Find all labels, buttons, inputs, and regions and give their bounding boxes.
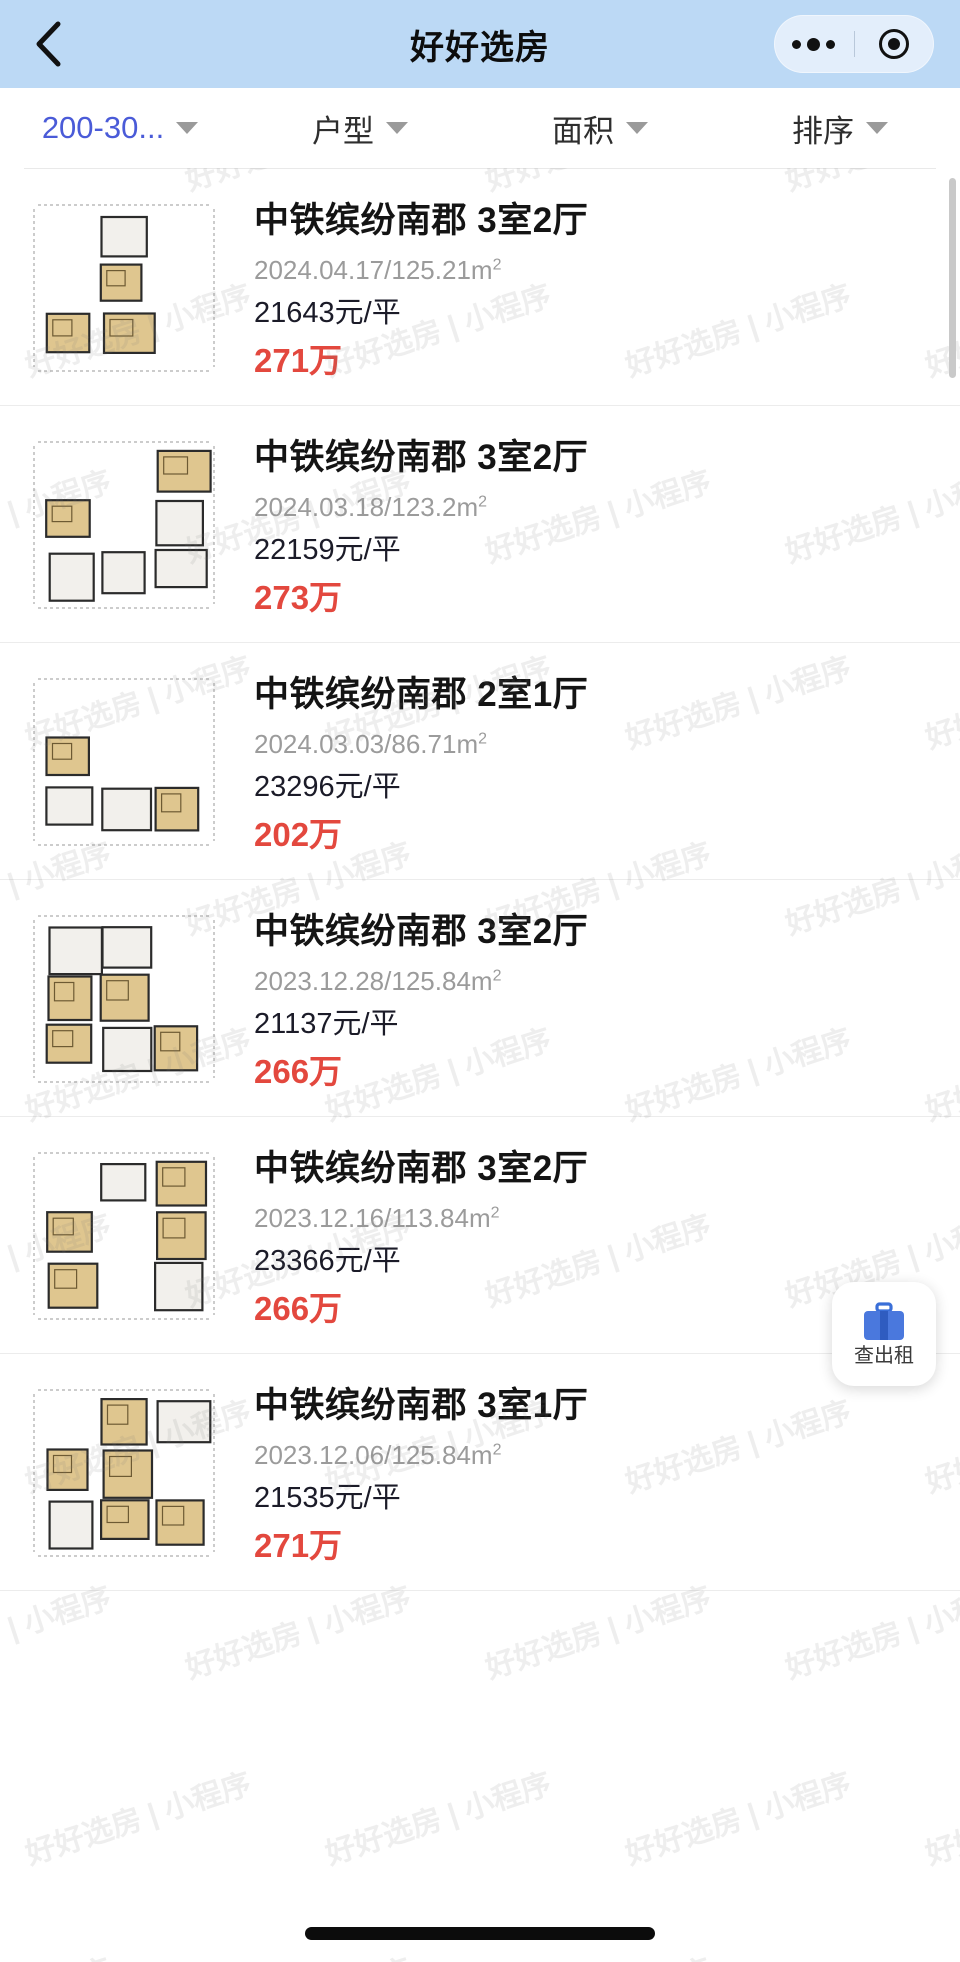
filter-price[interactable]: 200-30... (0, 110, 240, 146)
listing-title: 中铁缤纷南郡 3室2厅 (254, 438, 589, 477)
back-button[interactable] (26, 20, 70, 68)
more-menu-button[interactable] (774, 15, 854, 73)
listing-card[interactable]: 中铁缤纷南郡 3室2厅 2023.12.28/125.84m2 21137元/平… (0, 880, 960, 1117)
listing-date: 2023.12.16 (254, 1203, 385, 1234)
listing-meta: 2023.12.06/125.84m2 (254, 1440, 502, 1471)
listing-card[interactable]: 中铁缤纷南郡 3室1厅 2023.12.06/125.84m2 21535元/平… (0, 1354, 960, 1591)
listing-info: 中铁缤纷南郡 3室1厅 2023.12.06/125.84m2 21535元/平… (254, 1380, 936, 1564)
vertical-scrollbar[interactable] (949, 178, 956, 378)
filter-sort-label: 排序 (792, 113, 854, 149)
listing-info: 中铁缤纷南郡 3室2厅 2023.12.28/125.84m2 21137元/平… (254, 906, 936, 1090)
listing-date: 2023.12.28 (254, 966, 385, 997)
square-sup: 2 (478, 730, 488, 748)
listing-unit-price: 22159元/平 (254, 533, 401, 566)
listing-unit-price: 23296元/平 (254, 770, 401, 803)
filter-sort[interactable]: 排序 (720, 106, 960, 151)
listing-card[interactable]: 中铁缤纷南郡 2室1厅 2024.03.03/86.71m2 23296元/平 … (0, 643, 960, 880)
page-title: 好好选房 (410, 28, 550, 67)
listing-card[interactable]: 中铁缤纷南郡 3室2厅 2024.04.17/125.21m2 21643元/平… (0, 169, 960, 406)
capsule-divider (853, 31, 855, 57)
filter-bar: 200-30... 户型 面积 排序 (0, 88, 960, 168)
listing-meta: 2024.03.03/86.71m2 (254, 729, 488, 760)
floor-plan-thumbnail[interactable] (24, 1143, 224, 1329)
floor-plan-thumbnail[interactable] (24, 669, 224, 855)
listing-date: 2024.03.03 (254, 729, 385, 760)
list-top-divider (24, 168, 936, 169)
listing-area: 125.21 (391, 255, 471, 286)
floor-plan-thumbnail[interactable] (24, 432, 224, 618)
square-sup: 2 (492, 256, 502, 274)
listing-info: 中铁缤纷南郡 3室2厅 2024.04.17/125.21m2 21643元/平… (254, 195, 936, 379)
target-circle-icon (879, 29, 910, 59)
listing-unit-price: 23366元/平 (254, 1244, 401, 1277)
square-sup: 2 (492, 1441, 502, 1459)
close-miniprogram-button[interactable] (855, 15, 935, 73)
listing-unit-price: 21137元/平 (254, 1007, 399, 1040)
chevron-left-icon (33, 20, 63, 68)
listing-unit-price: 21643元/平 (254, 296, 401, 329)
listing-area: 123.2 (391, 492, 457, 523)
chevron-down-icon (176, 122, 199, 134)
listing-date: 2024.03.18 (254, 492, 385, 523)
listing-title: 中铁缤纷南郡 3室2厅 (254, 201, 589, 240)
listing-date: 2024.04.17 (254, 255, 385, 286)
home-indicator (305, 1927, 655, 1940)
listing-title: 中铁缤纷南郡 3室2厅 (254, 912, 589, 951)
filter-layout[interactable]: 户型 (240, 106, 480, 151)
miniprogram-capsule (774, 15, 934, 73)
app-header: 好好选房 (0, 0, 960, 88)
listing-area: 86.71 (391, 729, 457, 760)
listing-area: 113.84 (391, 1203, 469, 1234)
listing-meta: 2024.04.17/125.21m2 (254, 255, 502, 286)
filter-area[interactable]: 面积 (480, 106, 720, 151)
listing-date: 2023.12.06 (254, 1440, 385, 1471)
listing-info: 中铁缤纷南郡 3室2厅 2023.12.16/113.84m2 23366元/平… (254, 1143, 936, 1327)
listing-total-price: 273万 (254, 578, 343, 616)
square-sup: 2 (478, 493, 488, 511)
chevron-down-icon (386, 122, 408, 134)
filter-price-label: 200-30... (41, 110, 165, 145)
chevron-down-icon (866, 122, 888, 134)
listing-unit-price: 21535元/平 (254, 1481, 401, 1514)
listing-total-price: 202万 (254, 815, 343, 853)
listing-area: 125.84 (391, 1440, 471, 1471)
listing-total-price: 266万 (254, 1289, 343, 1327)
listing-info: 中铁缤纷南郡 2室1厅 2024.03.03/86.71m2 23296元/平 … (254, 669, 936, 853)
listing-meta: 2023.12.16/113.84m2 (254, 1203, 500, 1234)
listing-list[interactable]: 中铁缤纷南郡 3室2厅 2024.04.17/125.21m2 21643元/平… (0, 168, 960, 1962)
listing-card[interactable]: 中铁缤纷南郡 3室2厅 2023.12.16/113.84m2 23366元/平… (0, 1117, 960, 1354)
floor-plan-thumbnail[interactable] (24, 195, 224, 381)
listing-meta: 2024.03.18/123.2m2 (254, 492, 488, 523)
filter-layout-label: 户型 (312, 113, 374, 149)
listing-title: 中铁缤纷南郡 2室1厅 (254, 675, 589, 714)
floor-plan-thumbnail[interactable] (24, 1380, 224, 1566)
square-sup: 2 (492, 967, 502, 985)
filter-area-label: 面积 (552, 113, 614, 149)
listing-title: 中铁缤纷南郡 3室1厅 (254, 1386, 589, 1425)
check-rental-label: 查出租 (854, 1345, 914, 1367)
square-sup: 2 (490, 1204, 500, 1222)
listing-title: 中铁缤纷南郡 3室2厅 (254, 1149, 589, 1188)
listing-total-price: 266万 (254, 1052, 343, 1090)
listing-info: 中铁缤纷南郡 3室2厅 2024.03.18/123.2m2 22159元/平 … (254, 432, 936, 616)
more-dots-icon (792, 37, 836, 51)
check-rental-fab[interactable]: 查出租 (832, 1282, 936, 1386)
listing-card[interactable]: 中铁缤纷南郡 3室2厅 2024.03.18/123.2m2 22159元/平 … (0, 406, 960, 643)
listing-total-price: 271万 (254, 341, 343, 379)
chevron-down-icon (626, 122, 648, 134)
listing-meta: 2023.12.28/125.84m2 (254, 966, 502, 997)
briefcase-icon (861, 1302, 907, 1342)
floor-plan-thumbnail[interactable] (24, 906, 224, 1092)
listing-area: 125.84 (391, 966, 471, 997)
listing-total-price: 271万 (254, 1526, 343, 1564)
